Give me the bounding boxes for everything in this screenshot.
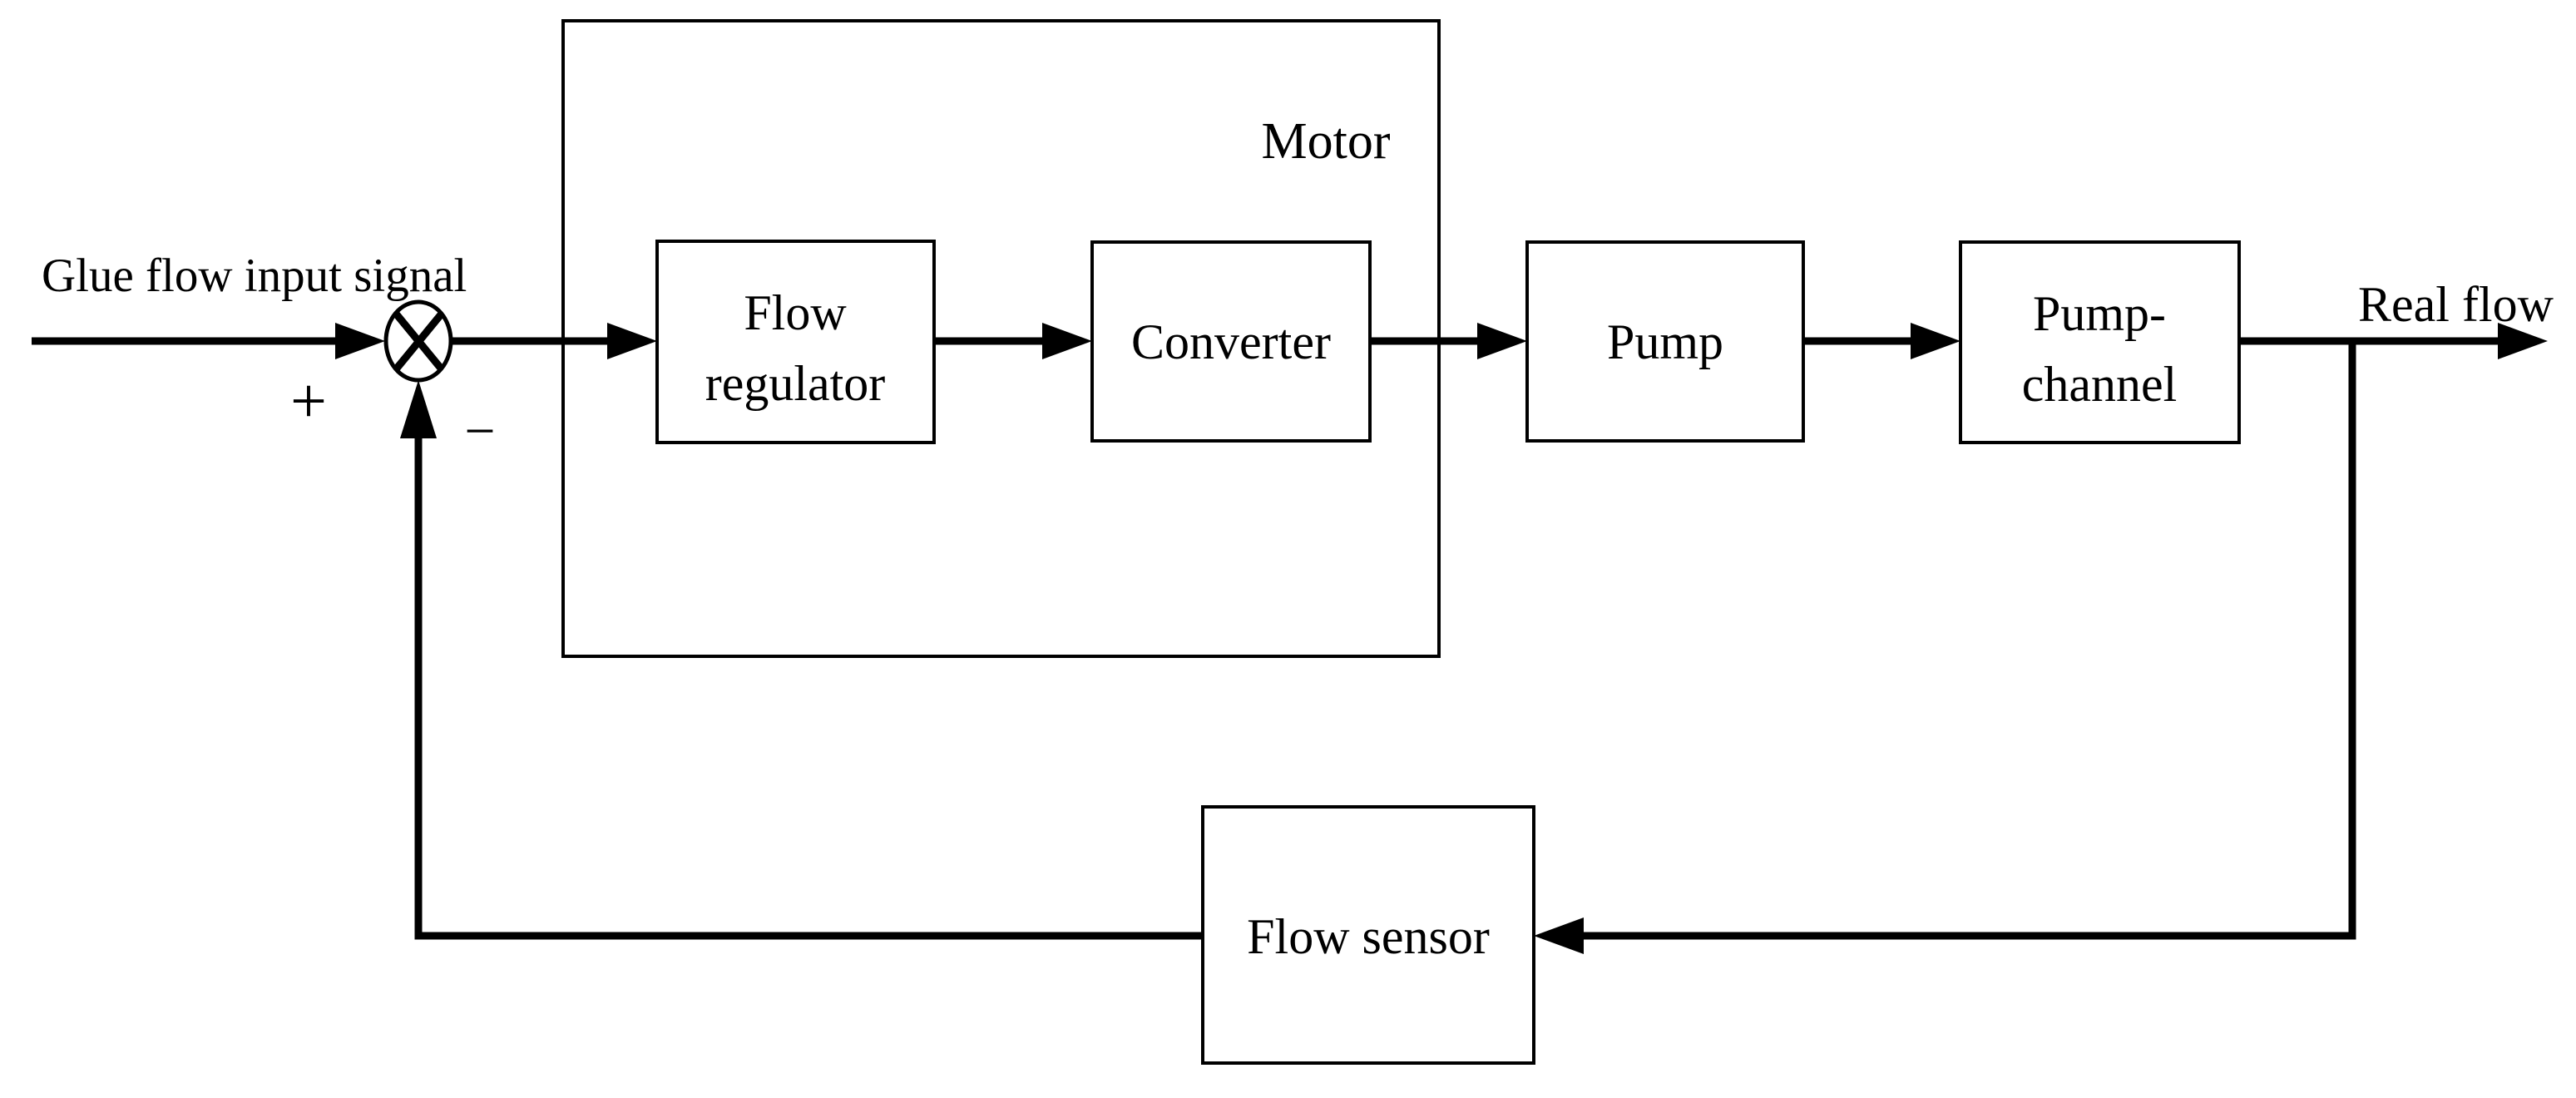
converter-label: Converter (1131, 314, 1331, 369)
flow-sensor-box (1201, 805, 1535, 1065)
junction-cross-icon (393, 311, 445, 372)
motor-label: Motor (1262, 113, 1391, 170)
pump-label: Pump (1607, 314, 1723, 369)
pump-block: Pump (1525, 240, 1805, 443)
pump-channel-label-line2: channel (2022, 357, 2178, 412)
summing-junction (383, 299, 453, 383)
pump-arrowhead-icon (1477, 323, 1527, 359)
converter-block: Converter (1090, 240, 1372, 443)
converter-box (1090, 240, 1372, 443)
feedback-right-path (1584, 341, 2356, 940)
pump-box (1525, 240, 1805, 443)
flow-sensor-block: Flow sensor (1201, 805, 1535, 1065)
pump-channel-label-line1: Pump- (2033, 286, 2166, 341)
sensor-arrowhead-icon (1534, 917, 1584, 954)
output-arrowhead-icon (2498, 323, 2548, 359)
real-flow-label: Real flow (2358, 277, 2554, 332)
junction-arrowhead-icon (400, 380, 437, 438)
plus-sign: + (290, 364, 327, 437)
regulator-arrowhead-icon (607, 323, 657, 359)
pumpchannel-arrowhead-icon (1911, 323, 1960, 359)
feedback-left-path (414, 428, 1203, 940)
flow-regulator-label-line1: Flow (744, 285, 847, 340)
flow-regulator-label-line2: regulator (705, 356, 886, 411)
flow-regulator-block: Flow regulator (655, 240, 936, 444)
flow-regulator-box (655, 240, 936, 444)
input-arrowhead-icon (335, 323, 385, 359)
minus-sign: − (464, 401, 495, 462)
pump-channel-box (1959, 240, 2241, 444)
input-signal-label: Glue flow input signal (42, 250, 467, 302)
flow-sensor-label: Flow sensor (1247, 909, 1490, 964)
converter-arrowhead-icon (1042, 323, 1092, 359)
pump-channel-block: Pump- channel (1959, 240, 2241, 444)
